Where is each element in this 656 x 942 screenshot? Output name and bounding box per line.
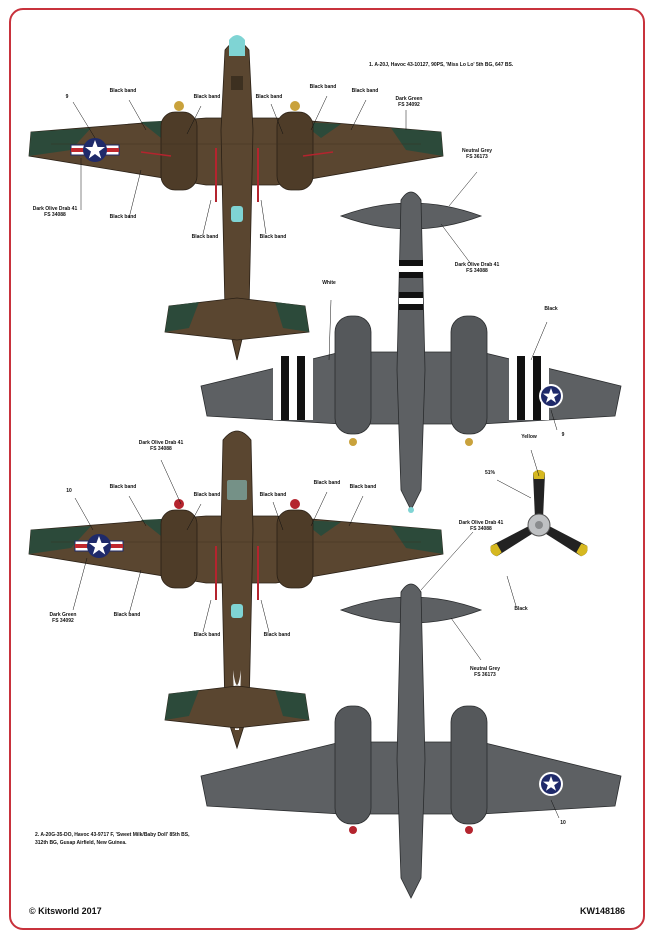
sheet-code: KW148186	[579, 906, 625, 916]
a2-olive-top-label: Dark Olive Drab 41	[138, 440, 184, 446]
a1-under-number-label: 9	[561, 432, 565, 438]
a2-olive-top-fs: FS 34088	[150, 446, 172, 452]
a1-olive-drab-fs: FS 34088	[44, 212, 66, 218]
a1-black-band-label: Black band	[255, 94, 283, 100]
a1-neutral-grey-label: Neutral Grey	[461, 148, 493, 154]
a2-under-olive-fs: FS 34088	[470, 526, 492, 532]
a2-neutral-grey-label: Neutral Grey	[469, 666, 501, 672]
aircraft-artwork	[28, 35, 622, 899]
copyright: © Kitsworld 2017	[29, 906, 102, 916]
a2-black-band-label: Black band	[193, 492, 221, 498]
a2-black-band-label: Black band	[263, 632, 291, 638]
aircraft2-top-view	[28, 430, 444, 750]
a2-neutral-grey-fs: FS 36173	[474, 672, 496, 678]
a1-black-band-label: Black band	[193, 94, 221, 100]
a2-dark-green-fs: FS 34092	[52, 618, 74, 624]
a1-neutral-grey-fs: FS 36173	[466, 154, 488, 160]
a1-black-band-label: Black band	[309, 84, 337, 90]
aircraft2-leader-lines	[72, 459, 364, 633]
aircraft1-top-view	[28, 35, 444, 361]
a1-black-band-label: Black band	[109, 88, 137, 94]
a1-dark-green-fs: FS 34092	[398, 102, 420, 108]
propeller-leader-lines	[496, 449, 540, 607]
propeller-diagram	[490, 470, 588, 557]
a1-number-label: 9	[65, 94, 69, 100]
prop-percent-label: 51%	[484, 470, 495, 476]
aircraft2-under-leader-lines	[420, 531, 560, 819]
aircraft2-caption-line2: 312th BG, Gusap Airfield, New Guinea.	[35, 840, 127, 846]
a2-black-band-label: Black band	[113, 612, 141, 618]
a2-number-label: 10	[66, 488, 72, 494]
aircraft1-underside-view	[200, 191, 622, 513]
a2-dark-green-label: Dark Green	[49, 612, 77, 618]
a1-olive-drab-label: Dark Olive Drab 41	[32, 206, 78, 212]
a1-under-olive-fs: FS 34088	[466, 268, 488, 274]
a2-black-band-label: Black band	[259, 492, 287, 498]
a1-white-label: White	[322, 280, 336, 286]
a2-under-number-label: 10	[560, 820, 566, 826]
decal-sheet: 1. A-20J, Havoc 43-10127, 90PS, 'Miss Lo…	[9, 8, 645, 930]
yellow-label: Yellow	[521, 434, 537, 440]
a1-under-olive-label: Dark Olive Drab 41	[454, 262, 500, 268]
a1-black-band-label: Black band	[259, 234, 287, 240]
aircraft1-under-leader-lines	[328, 171, 558, 431]
a1-black-band-label: Black band	[109, 214, 137, 220]
a2-under-olive-label: Dark Olive Drab 41	[458, 520, 504, 526]
prop-black-label: Black	[514, 606, 528, 612]
a2-black-band-label: Black band	[349, 484, 377, 490]
aircraft1-leader-lines	[72, 95, 407, 235]
a1-black-band-label: Black band	[191, 234, 219, 240]
a2-black-band-label: Black band	[193, 632, 221, 638]
aircraft2-caption-line1: 2. A-20G-35-DO, Havoc 43-9717 F, 'Sweet …	[35, 832, 190, 838]
aircraft1-caption: 1. A-20J, Havoc 43-10127, 90PS, 'Miss Lo…	[369, 62, 514, 68]
aircraft2-underside-view	[200, 583, 622, 899]
a1-dark-green-label: Dark Green	[395, 96, 423, 102]
a1-black-label: Black	[544, 306, 558, 312]
a1-black-band-label: Black band	[351, 88, 379, 94]
a2-black-band-label: Black band	[109, 484, 137, 490]
a2-black-band-label: Black band	[313, 480, 341, 486]
